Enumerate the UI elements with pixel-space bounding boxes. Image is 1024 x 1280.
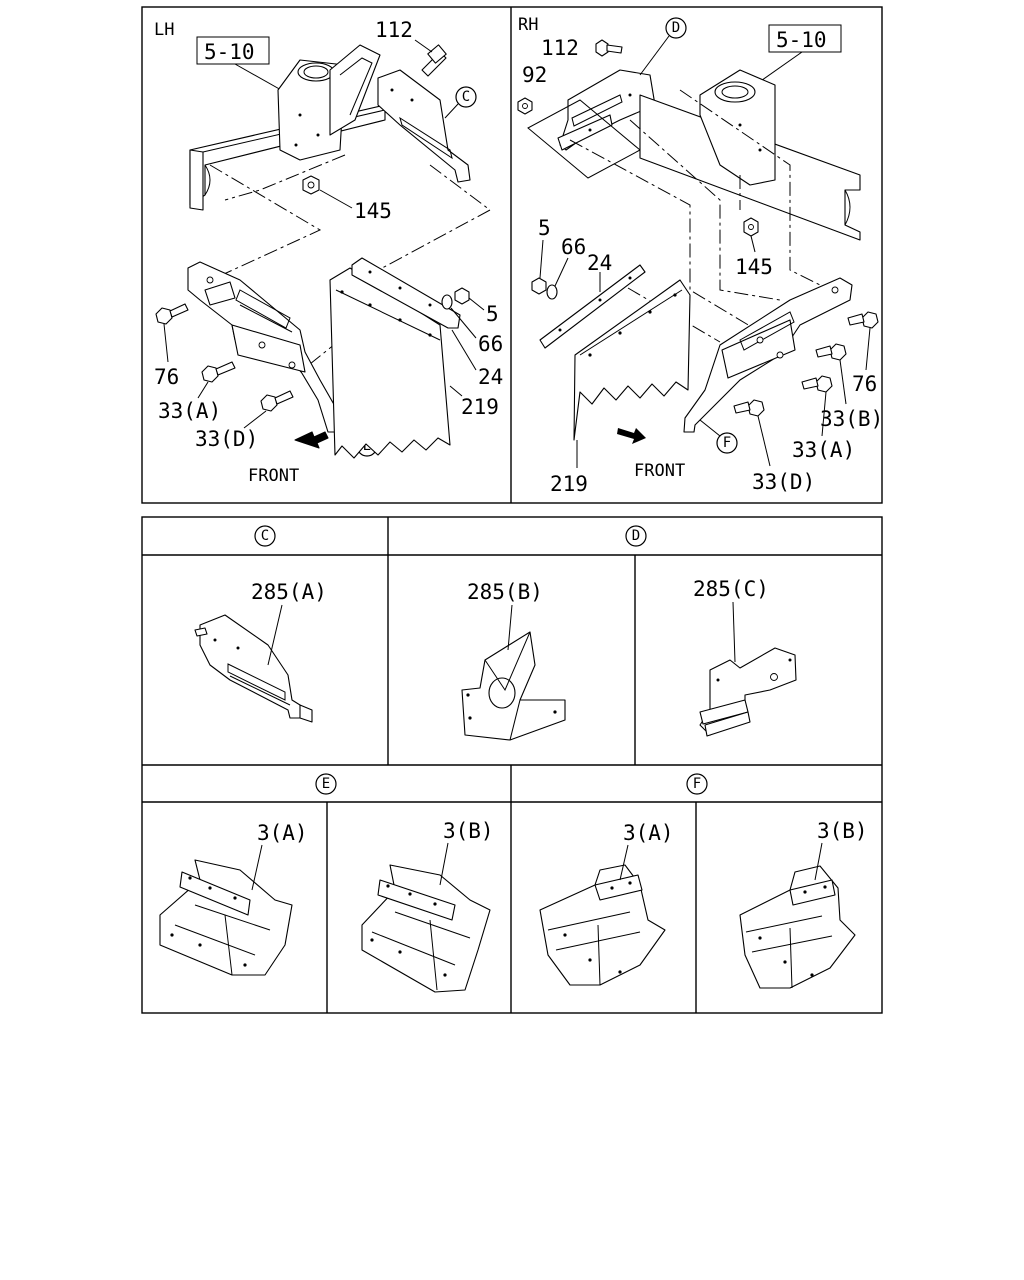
- lh-front-label: FRONT: [248, 466, 299, 486]
- mudguard-bracket-e-3b: [361, 864, 491, 993]
- rh-washer-66: [546, 284, 558, 300]
- lh-mud-flap: [329, 267, 451, 459]
- mudguard-bracket-e-3a: [159, 859, 293, 976]
- detail-e-label-b: 3(B): [443, 819, 494, 843]
- rh-callout-d: [665, 17, 687, 39]
- detail-e-header-circle: [315, 773, 337, 795]
- detail-d-header: D: [632, 528, 640, 544]
- rh-support-bracket: [699, 69, 776, 186]
- detail-e-header: E: [322, 776, 330, 792]
- rh-bolt-76: [847, 311, 879, 329]
- rh-side-label: RH: [518, 15, 538, 35]
- detail-c: C 285(A): [194, 525, 327, 723]
- lh-ref-label: 5-10: [204, 40, 255, 64]
- rh-label-33d: 33(D): [752, 470, 815, 494]
- rh-label-66: 66: [561, 235, 586, 259]
- lh-bolt-112: [421, 44, 447, 77]
- lh-label-24: 24: [478, 365, 503, 389]
- lh-label-33d: 33(D): [195, 427, 258, 451]
- bracket-285c: [699, 647, 797, 737]
- rh-label-33b: 33(B): [820, 407, 883, 431]
- detail-c-header: C: [261, 528, 269, 544]
- lh-support-bracket: [277, 44, 381, 161]
- rh-bolt-33a: [801, 375, 833, 393]
- lh-panel: LH 5-10 112: [154, 18, 503, 486]
- detail-f-label-b: 3(B): [817, 819, 868, 843]
- rh-label-5: 5: [538, 216, 551, 240]
- detail-d-label-b: 285(B): [467, 580, 543, 604]
- rh-strip-24: [539, 264, 646, 349]
- lh-bracket-c: [377, 69, 471, 183]
- lh-nut-5: [454, 287, 470, 305]
- lh-label-5: 5: [486, 302, 499, 326]
- rh-nut-145: [743, 217, 759, 237]
- rh-label-145: 145: [735, 255, 773, 279]
- mudguard-bracket-f-3a: [539, 864, 666, 986]
- lh-label-76: 76: [154, 365, 179, 389]
- detail-c-label: 285(A): [251, 580, 327, 604]
- rh-label-92: 92: [522, 63, 547, 87]
- lh-label-112: 112: [375, 18, 413, 42]
- lh-bolt-33a: [201, 361, 236, 383]
- rh-callout-f-text: F: [723, 435, 731, 451]
- lh-label-66: 66: [478, 332, 503, 356]
- detail-f-label-a: 3(A): [623, 821, 674, 845]
- rh-front-arrow: [617, 428, 646, 444]
- rh-nut-5: [531, 277, 547, 295]
- bracket-285b: [461, 631, 566, 741]
- detail-d-label-c: 285(C): [693, 577, 769, 601]
- bracket-285a: [194, 614, 313, 723]
- rh-label-219: 219: [550, 472, 588, 496]
- rh-bolt-33d: [733, 399, 765, 417]
- detail-d: D 285(B) 285(C): [461, 525, 797, 741]
- rh-ref-label: 5-10: [776, 28, 827, 52]
- rh-label-24: 24: [587, 251, 612, 275]
- detail-f: F 3(A) 3(B): [539, 773, 868, 989]
- lh-label-145: 145: [354, 199, 392, 223]
- rh-front-label: FRONT: [634, 461, 685, 481]
- lh-side-label: LH: [154, 20, 174, 40]
- rh-callout-f: [716, 432, 738, 454]
- lh-ref-box: [196, 36, 270, 65]
- detail-c-header-circle: [254, 525, 276, 547]
- mudguard-bracket-f-3b: [739, 865, 856, 989]
- rh-label-112: 112: [541, 36, 579, 60]
- rh-ref-box: [768, 24, 842, 53]
- frame-grid: [141, 6, 883, 1014]
- rh-mudguard-bracket: [683, 277, 853, 433]
- lh-callout-c: [455, 86, 477, 108]
- lh-bolt-76: [155, 303, 189, 325]
- rh-panel: RH 5-10 112 92 D: [517, 15, 883, 496]
- detail-f-header: F: [693, 776, 701, 792]
- rh-bolt-112: [595, 39, 623, 57]
- lh-washer-66: [441, 294, 453, 310]
- detail-d-header-circle: [625, 525, 647, 547]
- lh-callout-e-text: E: [363, 438, 371, 454]
- lh-callout-c-text: C: [462, 89, 470, 105]
- rh-mud-flap: [573, 279, 691, 441]
- lh-mudguard-bracket: [187, 261, 341, 433]
- rh-bolt-33b: [815, 343, 847, 361]
- rh-label-33a: 33(A): [792, 438, 855, 462]
- lh-bolt-33d: [260, 390, 294, 412]
- lh-nut-145: [302, 175, 320, 195]
- lh-strip-24: [351, 257, 461, 329]
- rh-nut-92: [517, 97, 533, 115]
- lh-front-arrow: [294, 431, 329, 449]
- rh-callout-d-text: D: [672, 20, 680, 36]
- lh-label-33a: 33(A): [158, 399, 221, 423]
- detail-f-header-circle: [686, 773, 708, 795]
- rh-label-76: 76: [852, 372, 877, 396]
- detail-e-label-a: 3(A): [257, 821, 308, 845]
- lh-label-219: 219: [461, 395, 499, 419]
- detail-e: E 3(A) 3(B): [159, 773, 494, 993]
